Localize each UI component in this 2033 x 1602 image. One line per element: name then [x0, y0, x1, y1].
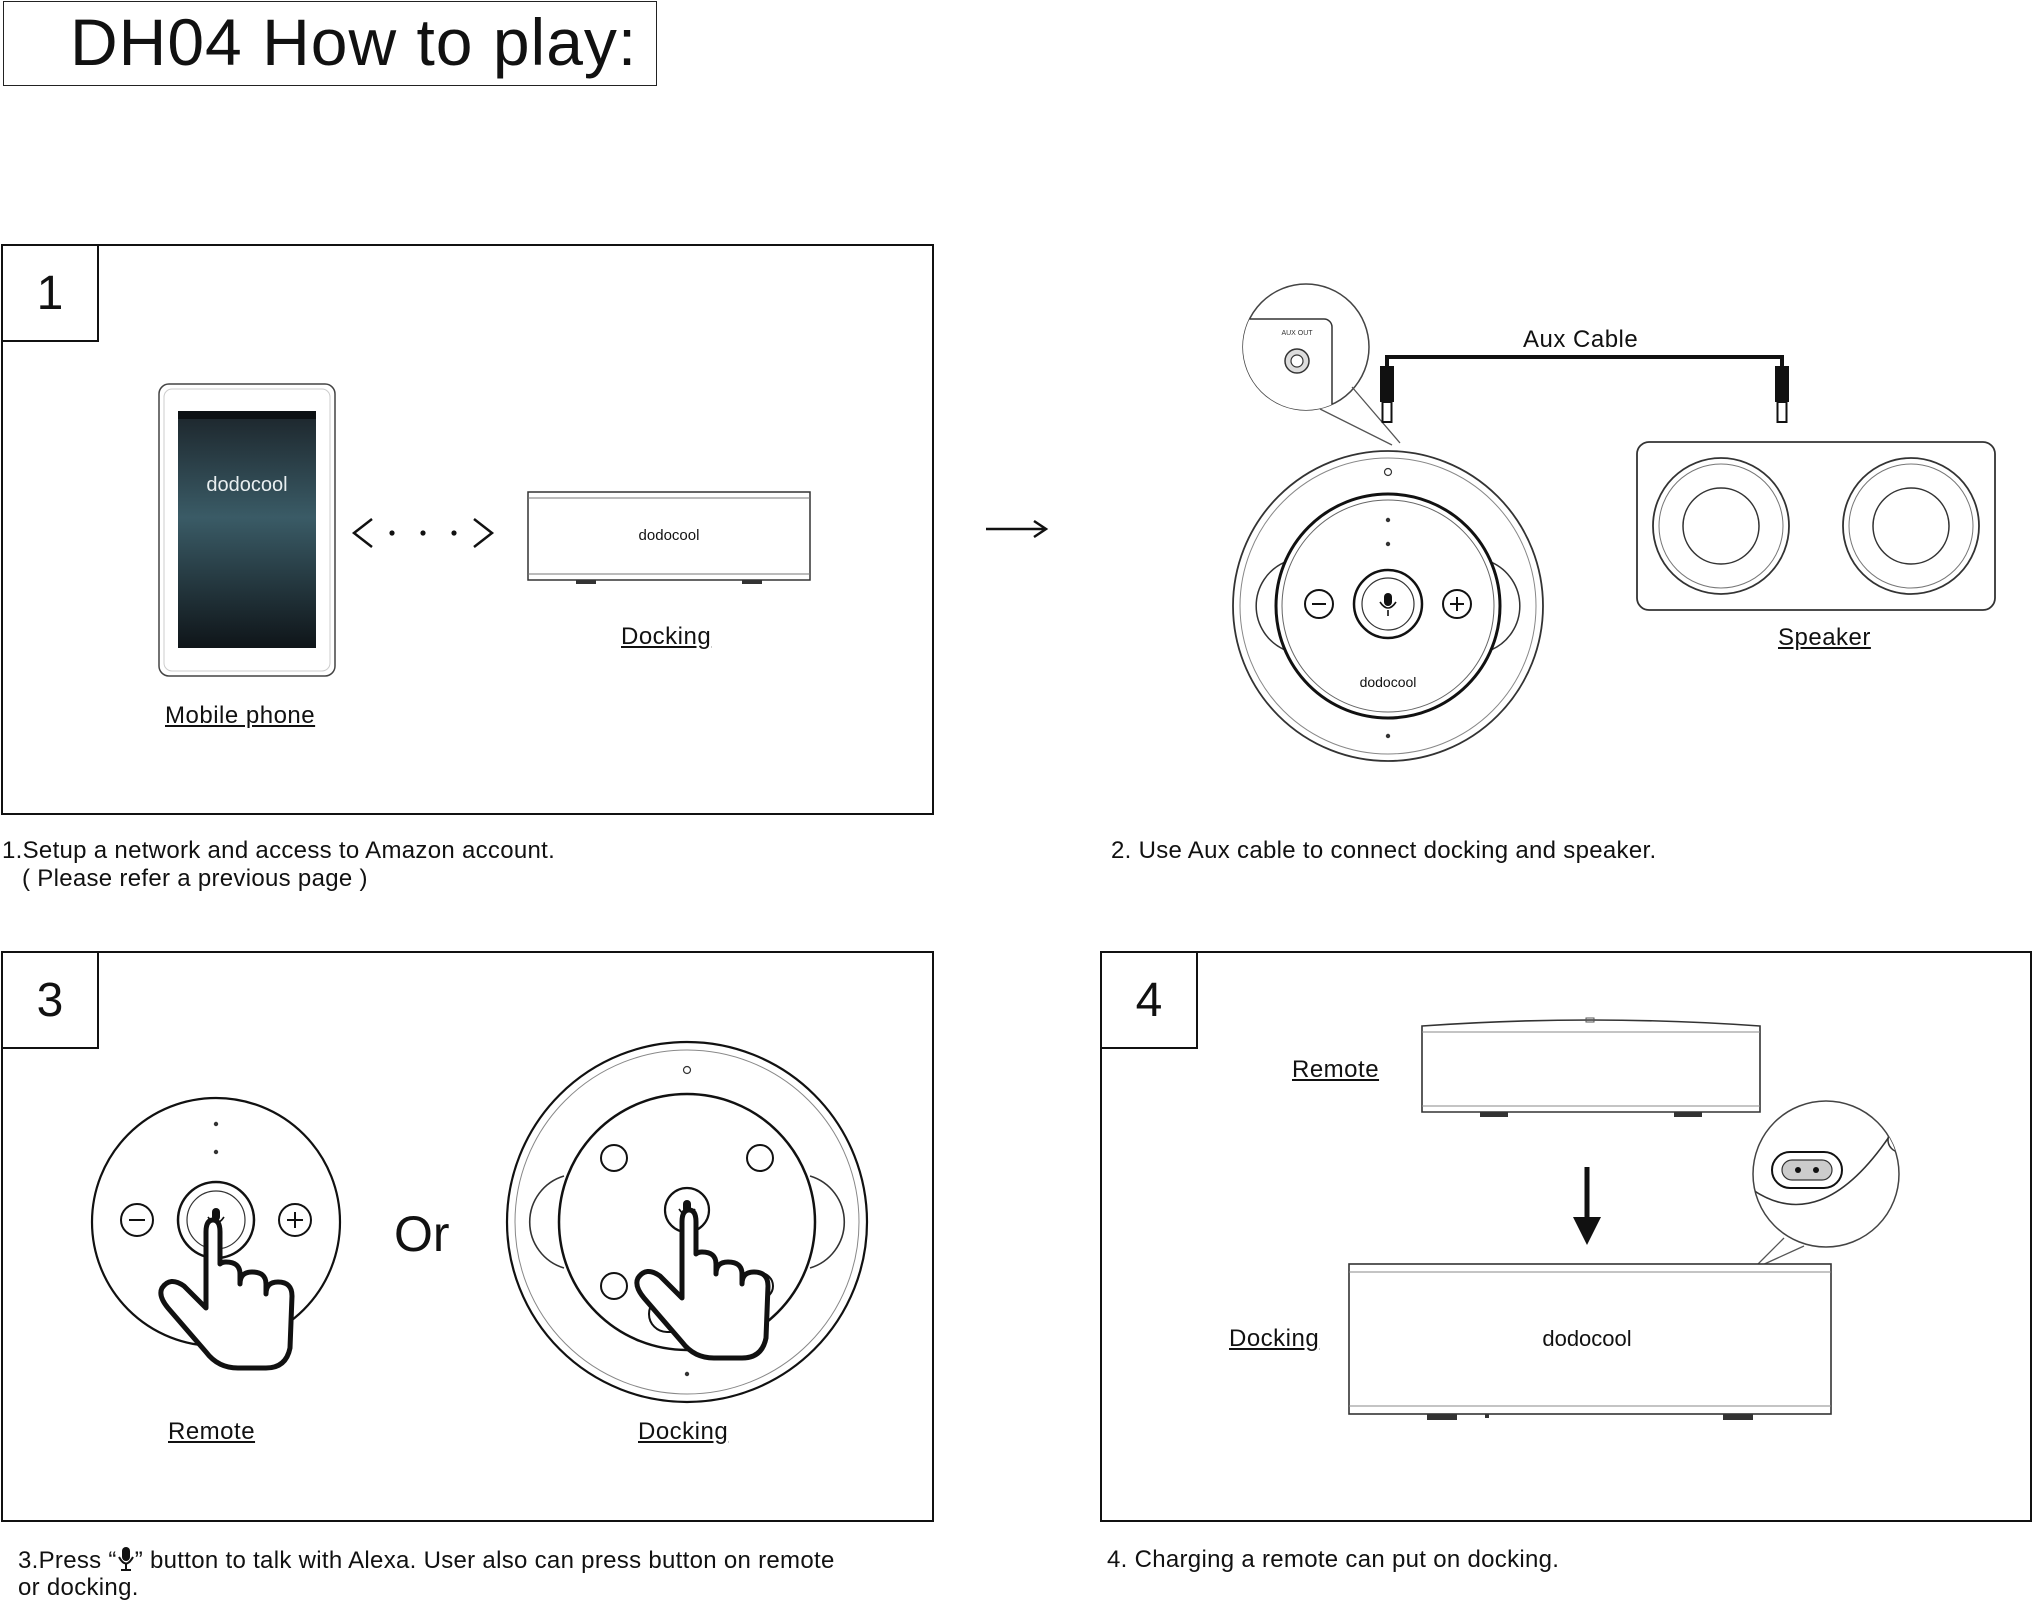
docking-top-icon: dodocool [1232, 450, 1544, 762]
docking-top-brand-text: dodocool [1360, 674, 1417, 690]
step-3-caption-line2: or docking. [18, 1574, 139, 1601]
aux-port-zoom-icon: AUX OUT [1242, 283, 1401, 446]
remote-label-step4: Remote [1292, 1056, 1380, 1083]
phone-icon: dodocool [158, 383, 336, 677]
mobile-phone-label: Mobile phone [165, 702, 316, 729]
hand-pointer-icon [158, 1217, 295, 1371]
step-3-caption-suffix: ” button to talk with Alexa. User also c… [134, 1547, 835, 1574]
title-box [3, 1, 657, 86]
step-4-caption: 4. Charging a remote can put on docking. [1107, 1546, 1560, 1573]
docking-bottom-icon [505, 1040, 869, 1404]
aux-cable-icon [1380, 355, 1789, 423]
step-3-number: 3 [1, 951, 99, 1049]
arrow-down-icon [1573, 1167, 1601, 1245]
remote-side-icon [1421, 1017, 1761, 1117]
docking-label-step1: Docking [621, 623, 712, 650]
aux-cable-label: Aux Cable [1523, 326, 1639, 353]
step-1-caption-line2: ( Please refer a previous page ) [22, 865, 368, 892]
speaker-label: Speaker [1778, 624, 1871, 651]
docking-label-step4: Docking [1229, 1325, 1320, 1352]
docking-large-icon: dodocool [1348, 1263, 1832, 1420]
or-text: Or [394, 1206, 450, 1262]
step-3-caption-line1: 3.Press “ ” button to talk with Alexa. U… [18, 1546, 835, 1575]
page-title: DH04 How to play: [70, 5, 638, 79]
charging-contact-zoom-icon [1752, 1100, 1900, 1267]
docking-label-step3: Docking [638, 1418, 729, 1445]
step-1-caption-line1: 1.Setup a network and access to Amazon a… [2, 837, 556, 864]
arrow-right-icon [986, 519, 1049, 539]
step-1-number: 1 [1, 244, 99, 342]
phone-brand-text: dodocool [206, 474, 287, 496]
remote-label-step3: Remote [168, 1418, 256, 1445]
docking-brand-text: dodocool [639, 527, 700, 544]
step-4-number: 4 [1100, 951, 1198, 1049]
remote-icon: dodocool [90, 1096, 342, 1371]
step-2-caption: 2. Use Aux cable to connect docking and … [1111, 837, 1657, 864]
mic-icon [117, 1547, 134, 1571]
docking-large-brand-text: dodocool [1542, 1326, 1631, 1351]
aux-out-text: AUX OUT [1281, 330, 1313, 337]
docking-icon: dodocool [527, 491, 811, 584]
step-3-caption-prefix: 3.Press “ [18, 1547, 117, 1574]
connection-arrow-icon [351, 518, 495, 548]
step-4-panel [1100, 951, 2032, 1522]
step-1-panel [1, 244, 934, 815]
speaker-icon [1636, 441, 1996, 611]
step-3-panel [1, 951, 934, 1522]
